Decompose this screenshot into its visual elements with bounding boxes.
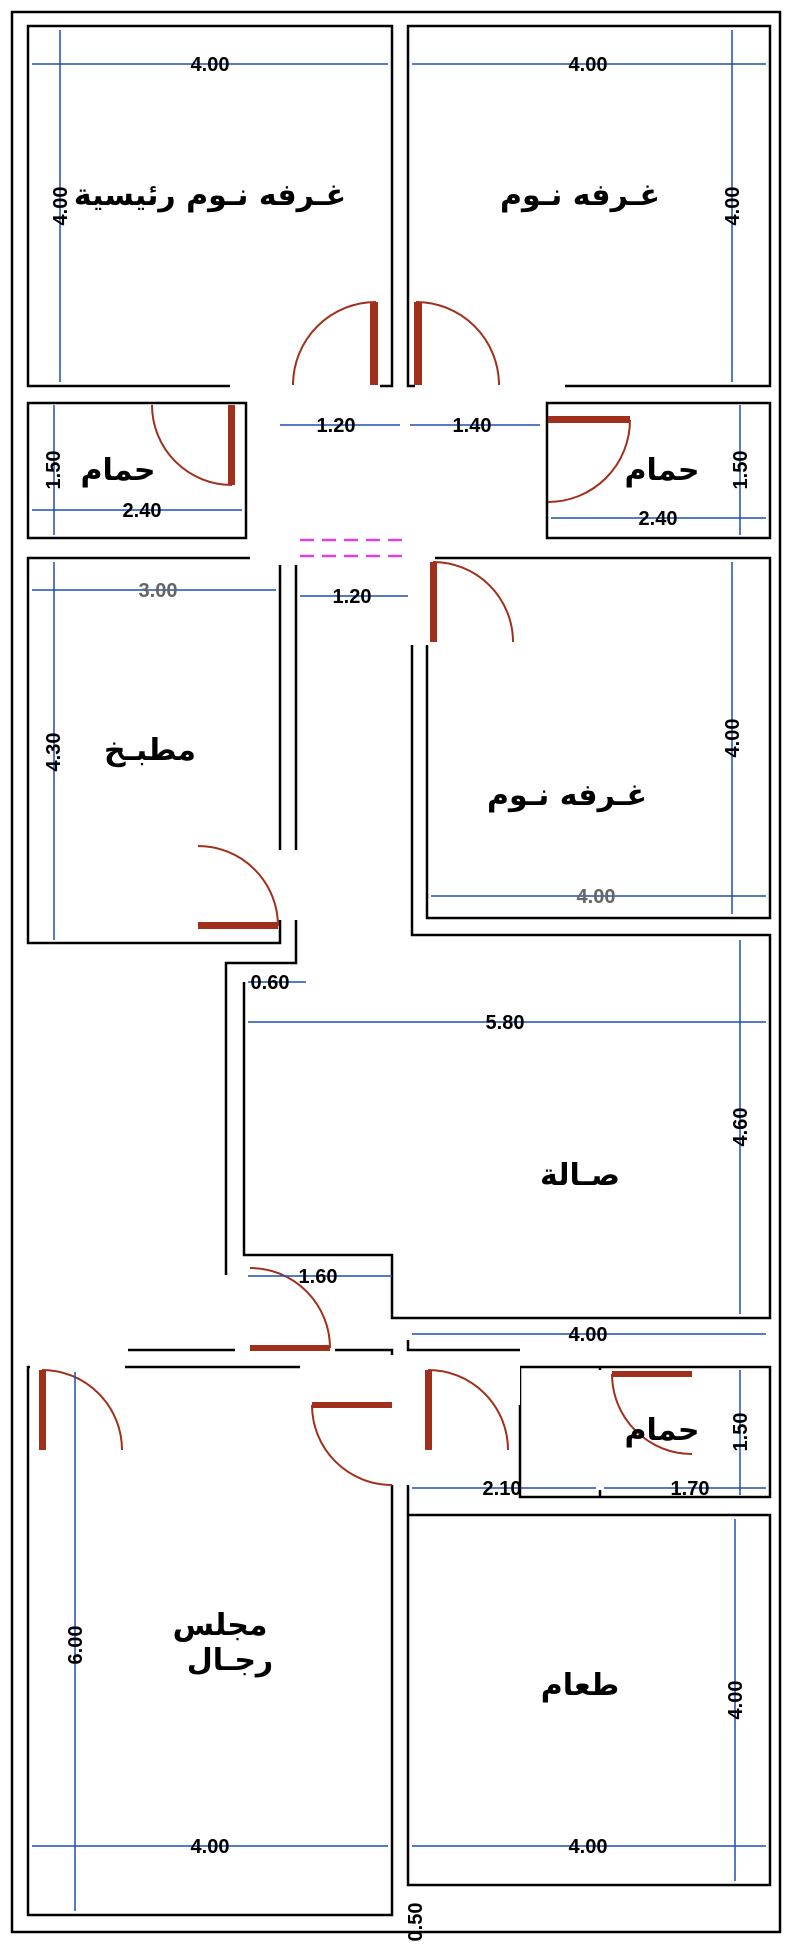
dim-bedroom2-width: 4.00 [577, 886, 616, 908]
dim-master-height: 4.00 [50, 187, 72, 226]
dim-bath-right-height: 1.50 [730, 451, 752, 490]
dim-corridor-lower: 1.20 [333, 586, 372, 608]
wall-bedroom-2 [425, 556, 772, 920]
dim-corridor-right: 1.40 [453, 415, 492, 437]
room-bedroom-1: غـرفه نـوم [500, 178, 660, 213]
wall-bath-right [545, 401, 772, 540]
dim-corridor-left: 1.20 [317, 415, 356, 437]
dim-hall-width: 5.80 [486, 1012, 525, 1034]
dim-bedroom1-width: 4.00 [569, 54, 608, 76]
room-bathroom-right: حمام [625, 453, 700, 488]
dim-dining-height: 4.00 [725, 1681, 747, 1720]
dim-hall-lower-width: 4.00 [569, 1324, 608, 1346]
doors [39, 301, 693, 1486]
dim-entry-width: 0.60 [251, 972, 290, 994]
wall-majlis [26, 1365, 394, 1917]
room-kitchen: مطبـخ [104, 733, 196, 768]
walls [10, 10, 782, 1934]
dim-dining-width: 4.00 [569, 1836, 608, 1858]
outer-wall [10, 10, 782, 1934]
dim-bedroom1-height: 4.00 [722, 187, 744, 226]
wall-kitchen [26, 556, 282, 945]
wall-hall [242, 558, 772, 1320]
room-majlis-line1: مجلس [173, 1608, 268, 1643]
dimension-labels: 4.00 4.00 4.00 4.00 1.20 1.40 1.50 2.40 … [43, 54, 752, 1941]
dim-hall-height: 4.60 [730, 1108, 752, 1147]
room-hall: صـالة [540, 1158, 620, 1193]
wall-bedroom-1 [406, 24, 772, 388]
dim-bath-lower-width-b: 1.70 [671, 1478, 710, 1500]
wall-corridor [224, 558, 298, 1275]
dim-bath-right-width: 2.40 [639, 508, 678, 530]
room-dining: طعام [541, 1668, 619, 1703]
dim-kitchen-height: 4.30 [43, 733, 65, 772]
wall-lobby-right [406, 1340, 520, 1352]
dim-majlis-width: 4.00 [191, 1836, 230, 1858]
door-openings [30, 300, 690, 1490]
dim-bath-lower-width-a: 2.10 [483, 1478, 522, 1500]
wall-dining [406, 1513, 772, 1887]
room-bathroom-lower: حمام [625, 1413, 700, 1448]
wall-master-bedroom [26, 24, 394, 388]
room-bedroom-2: غـرفه نـوم [487, 778, 647, 813]
dim-bedroom2-height: 4.00 [722, 719, 744, 758]
room-labels: غـرفه نـوم رئيسية غـرفه نـوم حمام حمام م… [74, 178, 700, 1703]
dim-bottom-strip: 0.50 [405, 1903, 427, 1942]
dim-bath-left-width: 2.40 [123, 500, 162, 522]
room-majlis-line2: رجـال [187, 1643, 273, 1678]
dim-lobby-width: 1.60 [299, 1266, 338, 1288]
wall-bath-left [26, 401, 248, 540]
dim-kitchen-width: 3.00 [139, 580, 178, 602]
dim-majlis-height: 6.00 [65, 1626, 87, 1665]
opening-dashed [300, 538, 405, 558]
dimension-lines [32, 30, 766, 1911]
dim-bath-left-height: 1.50 [43, 451, 65, 490]
room-master-bedroom: غـرفه نـوم رئيسية [74, 178, 346, 213]
dim-master-width: 4.00 [191, 54, 230, 76]
room-bathroom-left: حمام [81, 453, 156, 488]
dim-bath-lower-height: 1.50 [730, 1413, 752, 1452]
wall-bath-lower [518, 1365, 772, 1499]
